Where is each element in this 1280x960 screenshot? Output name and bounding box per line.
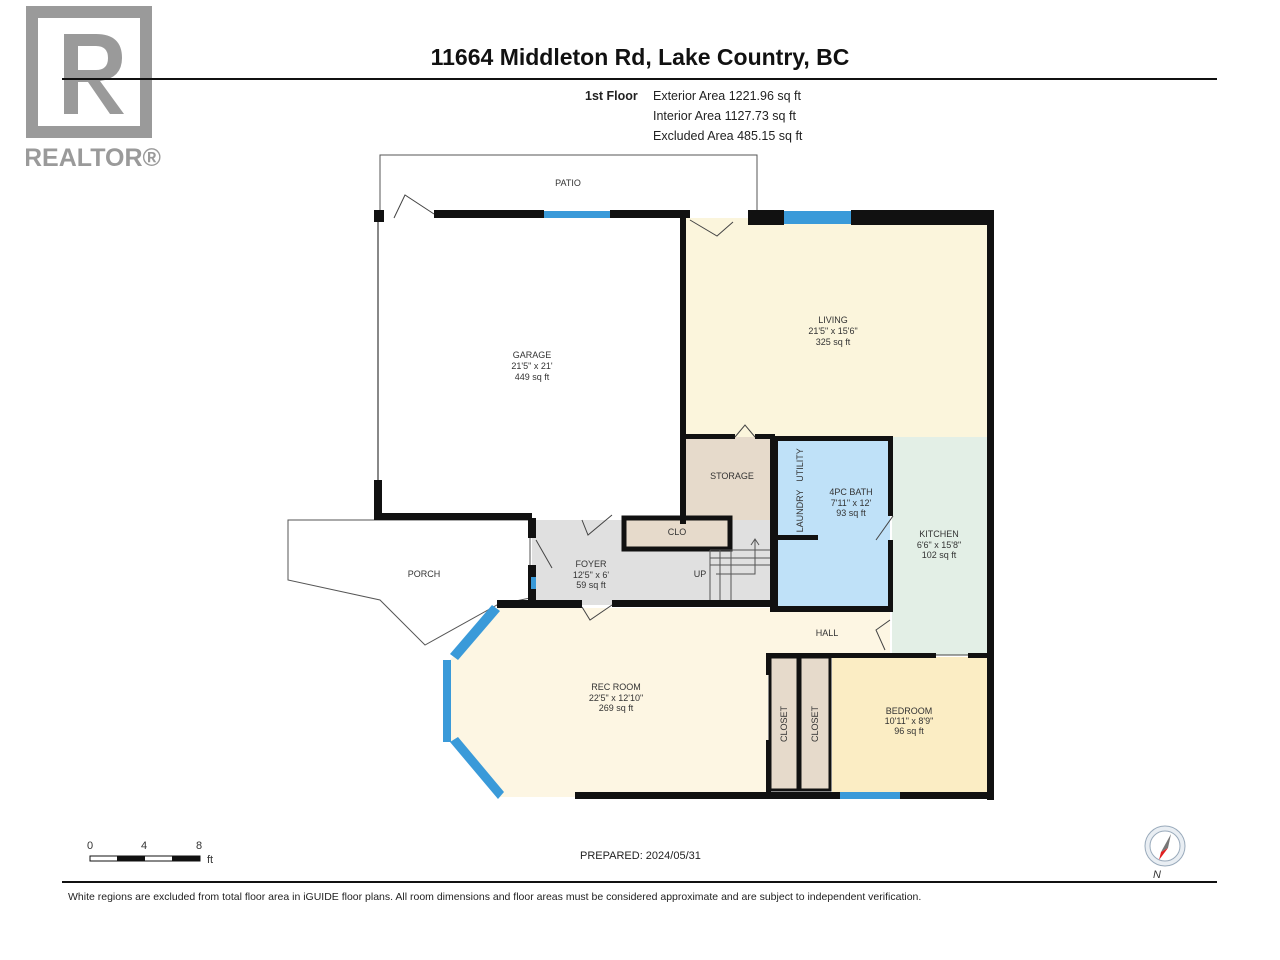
clo-label: CLO <box>668 527 687 537</box>
patio-outline <box>379 154 758 213</box>
bath-label: 4PC BATH <box>829 487 872 497</box>
compass-icon: N <box>1144 825 1186 881</box>
svg-text:REALTOR®: REALTOR® <box>26 144 162 171</box>
kitchen-room <box>892 437 988 655</box>
living-room <box>685 218 988 437</box>
kitchen-dims: 6'6" x 15'8" <box>917 540 961 550</box>
kitchen-area: 102 sq ft <box>922 550 957 560</box>
scale-tick-0: 0 <box>87 840 93 852</box>
rec-dims: 22'5" x 12'10" <box>589 693 643 703</box>
bath-dims: 7'11" x 12' <box>831 498 872 508</box>
patio-label: PATIO <box>555 178 581 188</box>
exterior-area: Exterior Area 1221.96 sq ft <box>653 89 802 103</box>
bath-area: 93 sq ft <box>836 508 866 518</box>
doors <box>393 194 968 656</box>
prepared-date: PREPARED: 2024/05/31 <box>580 850 701 862</box>
divider <box>62 881 1217 883</box>
rec-label: REC ROOM <box>591 682 641 692</box>
stairs <box>709 538 776 600</box>
closet-label-2: CLOSET <box>810 705 820 742</box>
laundry-label: LAUNDRY <box>795 490 805 533</box>
closet-label-1: CLOSET <box>779 705 789 742</box>
interior-area: Interior Area 1127.73 sq ft <box>653 109 796 123</box>
rec-room <box>450 608 890 797</box>
hall-label: HALL <box>816 628 839 638</box>
disclaimer: White regions are excluded from total fl… <box>68 891 922 903</box>
scale-tick-8: 8 <box>196 840 202 852</box>
garage-area: 449 sq ft <box>515 372 550 382</box>
garage-dims: 21'5" x 21' <box>511 361 552 371</box>
windows <box>443 211 900 799</box>
storage-label: STORAGE <box>710 471 754 481</box>
porch-label: PORCH <box>408 569 441 579</box>
compass-north-label: N <box>1153 869 1161 881</box>
divider <box>62 78 1217 80</box>
scale-unit: ft <box>207 854 213 866</box>
bedroom-room <box>832 657 988 795</box>
garage-label: GARAGE <box>513 350 552 360</box>
scale-bar: 0 4 8 ft <box>87 840 213 866</box>
storage-room <box>685 437 773 529</box>
clo-room <box>621 515 733 552</box>
foyer-label: FOYER <box>575 559 607 569</box>
foyer-dims: 12'5" x 6' <box>573 570 609 580</box>
living-area: 325 sq ft <box>816 337 851 347</box>
foyer-area: 59 sq ft <box>576 580 606 590</box>
kitchen-label: KITCHEN <box>919 529 959 539</box>
realtor-logo: REALTOR® <box>24 6 166 176</box>
bedroom-area: 96 sq ft <box>894 726 924 736</box>
excluded-area: Excluded Area 485.15 sq ft <box>653 129 803 143</box>
up-label: UP <box>694 569 707 579</box>
page-title: 11664 Middleton Rd, Lake Country, BC <box>430 44 850 70</box>
rec-area: 269 sq ft <box>599 703 634 713</box>
bedroom-dims: 10'11" x 8'9" <box>885 716 934 726</box>
utility-label: UTILITY <box>795 448 805 482</box>
scale-tick-4: 4 <box>141 840 147 852</box>
bedroom-label: BEDROOM <box>886 706 933 716</box>
bath-room <box>778 440 890 610</box>
floor-label: 1st Floor <box>585 89 638 103</box>
living-label: LIVING <box>818 315 848 325</box>
garage-room <box>383 218 683 516</box>
living-dims: 21'5" x 15'6" <box>808 326 857 336</box>
